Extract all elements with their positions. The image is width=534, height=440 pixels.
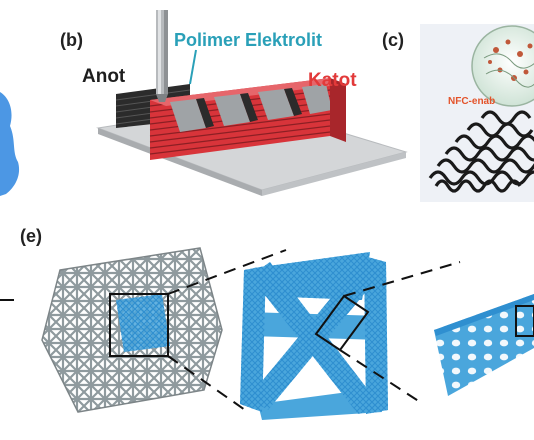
dispensing-nozzle <box>156 10 168 102</box>
cathode-label: Katot <box>308 70 357 91</box>
cathode-stack <box>149 78 346 160</box>
zoom-lines-1 <box>167 249 287 413</box>
panel-b-label: (b) <box>60 30 83 50</box>
panel-e-label: (e) <box>20 226 42 246</box>
anode-label: Anot <box>82 66 126 87</box>
gray-lattice <box>41 247 223 413</box>
panel-c-label: (c) <box>382 30 404 50</box>
panel-a-fragment <box>0 92 20 196</box>
serpentine-mesh <box>428 110 534 193</box>
panel-b-battery-illustration <box>96 10 408 196</box>
zoom-lines-2 <box>339 261 461 403</box>
cellular-lattice <box>434 294 534 396</box>
polymer-electrolyte-label: Polimer Elektrolit <box>174 30 323 50</box>
panel-c-illustration <box>420 24 534 202</box>
blue-crossed-lattice <box>240 252 388 420</box>
nfc-badge-label: NFC-enab <box>448 96 496 107</box>
panel-e-illustration <box>0 247 534 420</box>
